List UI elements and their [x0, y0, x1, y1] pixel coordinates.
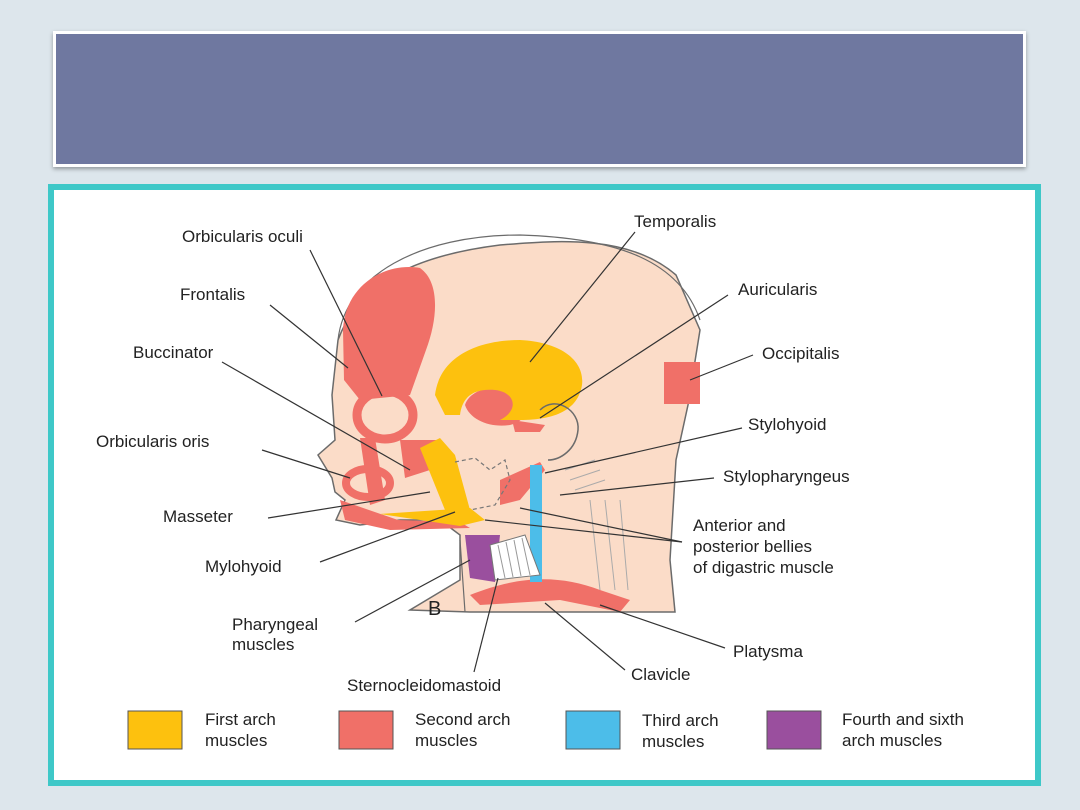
legend-second-arch-line1: Second arch: [415, 710, 510, 729]
label-digastric-1: Anterior and: [693, 516, 786, 535]
label-digastric-3: of digastric muscle: [693, 558, 834, 577]
legend-third-arch-line2: muscles: [642, 732, 704, 751]
label-clavicle: Clavicle: [631, 665, 691, 684]
label-orbicularis-oculi: Orbicularis oculi: [182, 227, 303, 246]
slide-title-bar: [53, 31, 1026, 167]
label-mylohyoid: Mylohyoid: [205, 557, 282, 576]
occipitalis-muscle: [664, 362, 700, 404]
legend-swatch-second-arch: [338, 710, 394, 750]
legend-second-arch-line2: muscles: [415, 731, 477, 750]
legend-swatch-third-arch: [565, 710, 621, 750]
label-digastric-2: posterior bellies: [693, 537, 812, 556]
masseter-muscle: [420, 438, 470, 510]
sternocleidomastoid-muscle: [489, 534, 541, 581]
ear-outline: [539, 403, 579, 461]
legend-swatch-fourth-sixth-arch: [766, 710, 822, 750]
label-pharyngeal-2: muscles: [232, 635, 294, 654]
leader-lines: [221, 231, 754, 673]
panel-label: B: [428, 598, 441, 620]
sternocleidomastoid-stripes: [497, 537, 531, 579]
neck-stripes: [564, 459, 629, 591]
legend-first-arch-line2: muscles: [205, 731, 267, 750]
label-buccinator: Buccinator: [133, 343, 214, 362]
label-sternocleidomastoid: Sternocleidomastoid: [347, 676, 501, 695]
label-frontalis: Frontalis: [180, 285, 245, 304]
cheek-muscle: [360, 438, 440, 505]
platysma-muscle: [470, 579, 630, 612]
orbicularis-oculi-muscle: [352, 386, 418, 444]
frontalis-muscle: [343, 267, 436, 400]
label-platysma: Platysma: [733, 642, 803, 661]
legend-fourth-sixth-arch-line2: arch muscles: [842, 731, 942, 750]
temporalis-muscle: [435, 340, 583, 420]
orbicularis-oris-muscle: [342, 465, 394, 501]
label-temporalis: Temporalis: [634, 212, 716, 231]
legend-fourth-sixth-arch-line1: Fourth and sixth: [842, 710, 964, 729]
label-stylopharyngeus: Stylopharyngeus: [723, 467, 850, 486]
label-orbicularis-oris: Orbicularis oris: [96, 432, 209, 451]
mylohyoid-muscle: [380, 508, 485, 526]
legend-swatch-first-arch: [127, 710, 183, 750]
legend-third-arch-line1: Third arch: [642, 711, 719, 730]
ear-lobe-muscle: [512, 420, 545, 432]
jaw-dashed-outline: [454, 457, 511, 511]
label-stylohyoid: Stylohyoid: [748, 415, 826, 434]
legend-first-arch-line1: First arch: [205, 710, 276, 729]
label-pharyngeal-1: Pharyngeal: [232, 615, 318, 634]
label-occipitalis: Occipitalis: [762, 344, 839, 363]
stylopharyngeus-muscle: [530, 465, 542, 582]
label-auricularis: Auricularis: [738, 280, 817, 299]
label-masseter: Masseter: [163, 507, 233, 526]
